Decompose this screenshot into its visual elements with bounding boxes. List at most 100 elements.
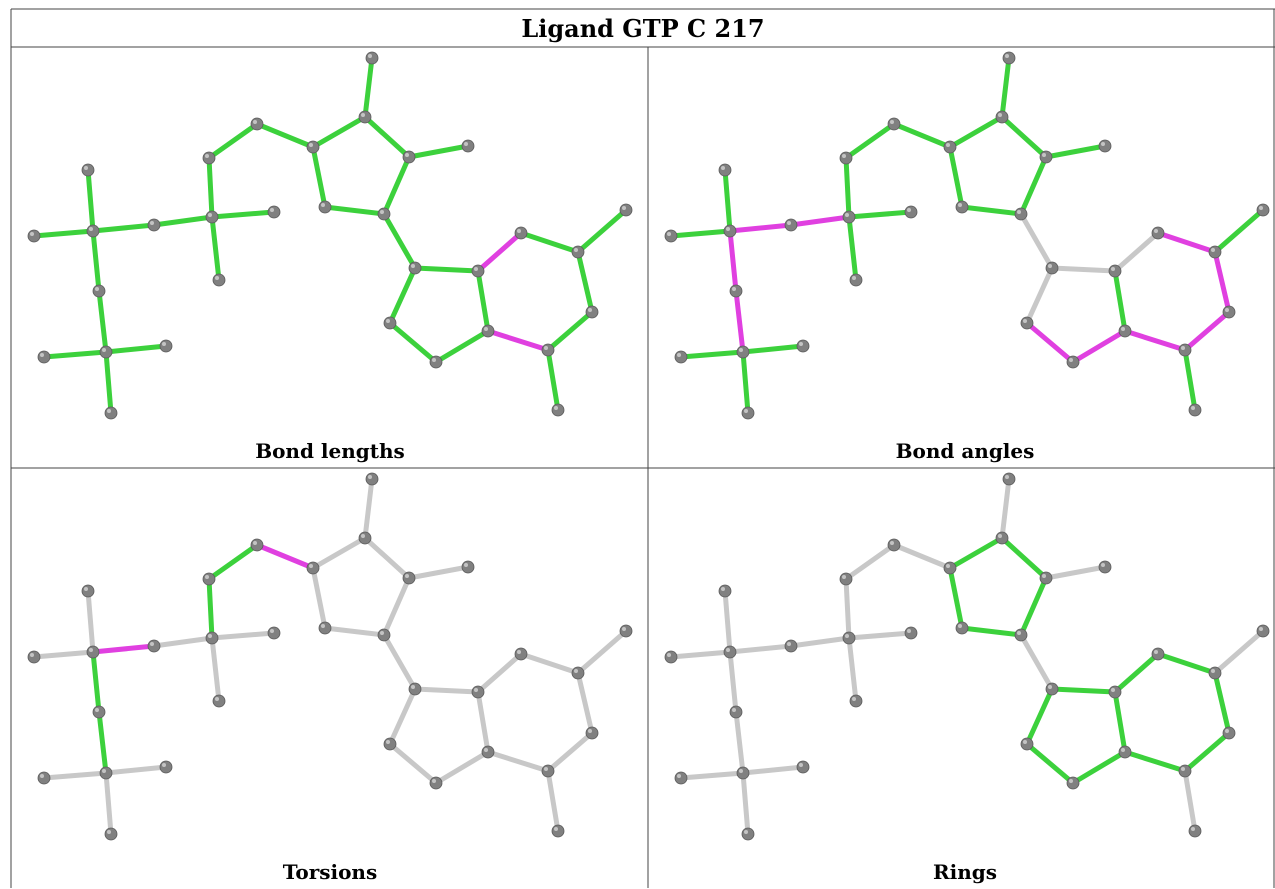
bond-17	[1018, 211, 1055, 271]
atom-highlight-4	[95, 287, 99, 291]
bond-7	[843, 155, 852, 220]
bond-0	[31, 228, 96, 239]
bond-12	[999, 535, 1049, 581]
atom-25	[1118, 745, 1132, 759]
atom-highlight-5	[845, 634, 849, 638]
atom-highlight-4	[95, 708, 99, 712]
atom-highlight-29	[677, 353, 681, 357]
atom-highlight-8	[205, 154, 209, 158]
atom-11	[1002, 472, 1016, 486]
bond-19	[1112, 651, 1161, 695]
atom-highlight-26	[1069, 358, 1073, 362]
atom-highlight-8	[842, 154, 846, 158]
atom-30	[796, 760, 810, 774]
bond-31	[678, 770, 746, 781]
atom-highlight-17	[411, 685, 415, 689]
atom-highlight-3	[787, 221, 791, 225]
atom-highlight-15	[958, 203, 962, 207]
atom-highlight-3	[150, 642, 154, 646]
bond-8	[206, 542, 260, 582]
atom-highlight-23	[1181, 346, 1185, 350]
bond-11	[362, 476, 375, 541]
atom-highlight-16	[1017, 631, 1021, 635]
atom-highlight-25	[484, 327, 488, 331]
bond-5	[209, 209, 277, 220]
atom-highlight-13	[1042, 574, 1046, 578]
atom-highlight-14	[1101, 563, 1105, 567]
atom-highlight-19	[517, 229, 521, 233]
atom-23	[1178, 764, 1192, 778]
bond-18	[1049, 265, 1118, 274]
atom-highlight-5	[845, 213, 849, 217]
bond-11	[999, 476, 1012, 541]
atom-highlight-1	[667, 232, 671, 236]
atom-18	[1108, 685, 1122, 699]
bond-9	[254, 542, 316, 571]
atom-highlight-20	[574, 248, 578, 252]
atom-highlight-7	[852, 697, 856, 701]
atom-highlight-14	[464, 563, 468, 567]
bond-30	[96, 709, 109, 776]
atom-highlight-23	[1181, 767, 1185, 771]
atom-highlight-22	[1225, 308, 1229, 312]
bond-30	[733, 709, 746, 776]
bond-23	[1182, 309, 1232, 353]
atom-highlight-12	[998, 534, 1002, 538]
atom-highlight-25	[1121, 327, 1125, 331]
bond-8	[843, 542, 897, 582]
atom-highlight-14	[1101, 142, 1105, 146]
atom-highlight-2	[84, 166, 88, 170]
atom-highlight-26	[432, 358, 436, 362]
atom-highlight-0	[89, 648, 93, 652]
bond-4	[788, 214, 852, 228]
bond-21	[1212, 207, 1266, 255]
atom-highlight-20	[574, 669, 578, 673]
atom-19	[1151, 647, 1165, 661]
atom-8	[839, 572, 853, 586]
atom-highlight-0	[726, 648, 730, 652]
bond-8	[206, 121, 260, 161]
atom-5	[842, 631, 856, 645]
bond-10	[947, 114, 1005, 150]
bond-8	[843, 121, 897, 161]
bond-2	[727, 222, 794, 234]
bond-12	[999, 114, 1049, 160]
atom-highlight-14	[464, 142, 468, 146]
atom-highlight-20	[1211, 669, 1215, 673]
atom-highlight-27	[386, 740, 390, 744]
bond-1	[722, 167, 733, 234]
bond-16	[959, 204, 1024, 217]
atom-highlight-30	[799, 763, 803, 767]
atom-highlight-0	[89, 227, 93, 231]
bond-22	[575, 249, 595, 315]
bond-20	[1155, 230, 1218, 255]
bond-22	[1212, 249, 1232, 315]
bond-17	[381, 211, 418, 271]
figure-title: Ligand GTP C 217	[521, 13, 765, 43]
bond-19	[475, 651, 524, 695]
atom-13	[1039, 571, 1053, 585]
bond-28	[387, 741, 439, 786]
atom-highlight-15	[958, 624, 962, 628]
bond-28	[1024, 320, 1076, 365]
atom-highlight-7	[215, 276, 219, 280]
bond-32	[103, 343, 169, 355]
atom-highlight-22	[588, 729, 592, 733]
atom-highlight-28	[102, 348, 106, 352]
bond-33	[103, 349, 114, 416]
bond-3	[90, 649, 102, 715]
atom-31	[741, 827, 755, 841]
bond-29	[1024, 686, 1055, 747]
bond-12	[362, 114, 412, 160]
bond-7	[206, 576, 215, 641]
bond-19	[475, 230, 524, 274]
atom-highlight-29	[40, 353, 44, 357]
bond-2	[90, 643, 157, 655]
bond-31	[41, 770, 109, 781]
bond-21	[1212, 628, 1266, 676]
atom-4	[729, 705, 743, 719]
bond-6	[209, 635, 222, 704]
atom-highlight-27	[386, 319, 390, 323]
